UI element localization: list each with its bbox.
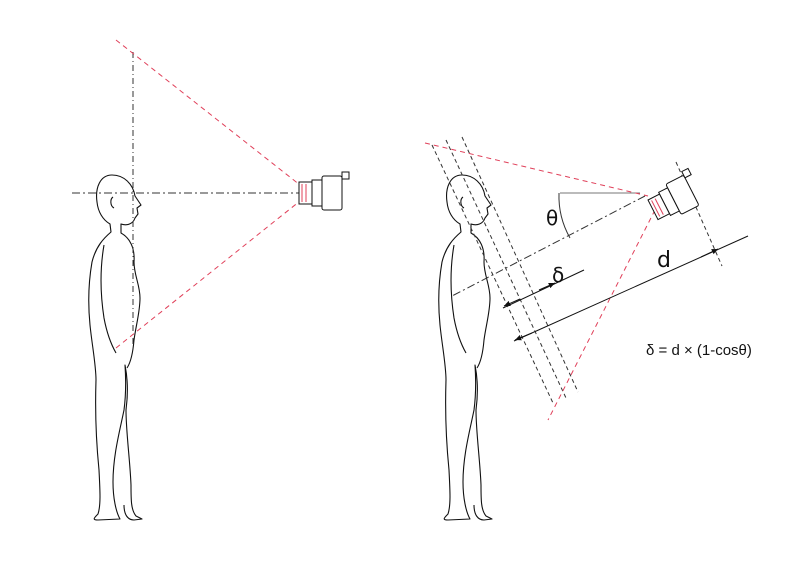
delta-arrow-left bbox=[503, 298, 521, 307]
right-figure: θ δ d δ = d × (1-cosθ) bbox=[424, 136, 752, 521]
left-lower-view-ray bbox=[115, 200, 301, 349]
delta-dimension-line bbox=[502, 269, 585, 309]
delta-label: δ bbox=[552, 263, 564, 287]
left-camera-icon bbox=[298, 171, 350, 211]
right-plane-line-3 bbox=[461, 136, 579, 393]
right-plane-line-2 bbox=[445, 139, 567, 399]
right-lower-view-ray bbox=[547, 209, 656, 421]
theta-label: θ bbox=[546, 206, 558, 230]
right-camera-plane-line bbox=[675, 161, 723, 267]
right-plane-line-1 bbox=[431, 144, 554, 404]
formula-text: δ = d × (1-cosθ) bbox=[646, 342, 752, 359]
d-arrow-left bbox=[514, 332, 533, 341]
d-arrow-right bbox=[700, 248, 719, 258]
right-person-silhouette bbox=[438, 174, 493, 521]
left-upper-view-ray bbox=[115, 39, 301, 186]
right-upper-view-ray bbox=[424, 142, 649, 197]
distance-label: d bbox=[657, 248, 671, 273]
left-figure bbox=[72, 39, 350, 521]
theta-angle-arc bbox=[558, 192, 571, 239]
delta-arrow-right bbox=[538, 282, 556, 291]
right-optical-axis bbox=[451, 195, 646, 297]
right-camera-icon bbox=[642, 167, 706, 226]
left-person-silhouette bbox=[88, 174, 143, 521]
